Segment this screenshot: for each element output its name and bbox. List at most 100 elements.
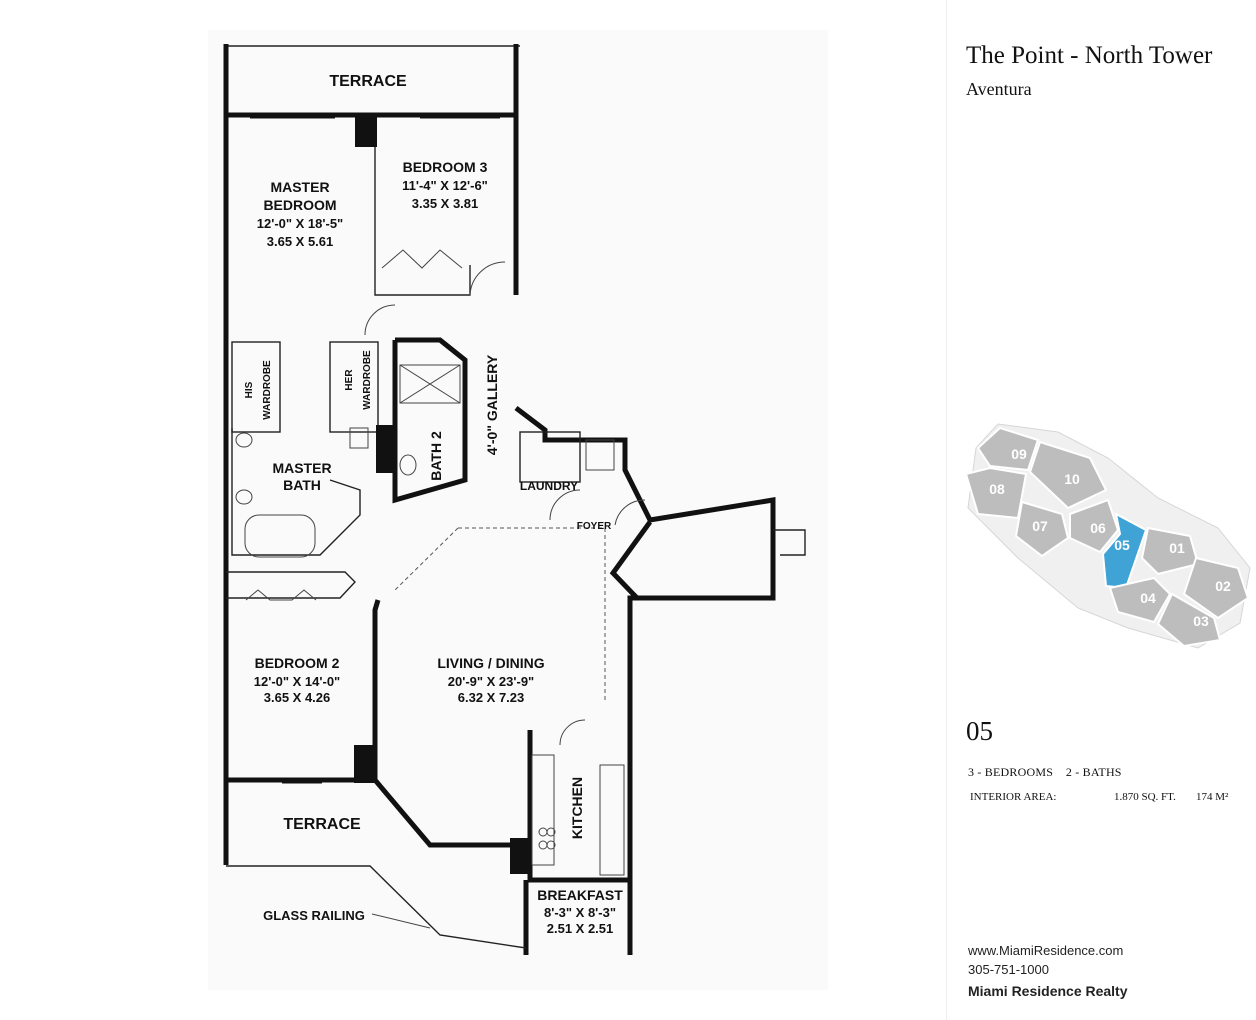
key-plan: 09 10 08 07 06 05 01 02 04 03 (964, 423, 1251, 649)
his-wardrobe-box (231, 341, 281, 433)
bedroom3-closet-doors (381, 249, 463, 269)
her-line-2: WARDROBE (362, 350, 373, 410)
bedroom3-line-3: 3.35 X 3.81 (412, 196, 479, 211)
bedroom2-closet-doors (245, 589, 317, 601)
master-door (364, 304, 396, 336)
keyplan-label-10: 10 (1064, 471, 1080, 487)
bedroom3-line-2: 11'-4" X 12'-6" (402, 178, 488, 193)
bedroom2-closet (226, 571, 356, 599)
keyplan-label-06: 06 (1090, 520, 1106, 536)
keyplan-unit-10 (1028, 440, 1108, 510)
living-line-1: LIVING / DINING (437, 655, 544, 671)
keyplan-label-05: 05 (1114, 537, 1130, 553)
label-terrace-top: TERRACE (329, 73, 407, 90)
master-line-3: 12'-0" X 18'-5" (257, 216, 343, 231)
building-title: The Point - North Tower (966, 42, 1213, 69)
entry-door (614, 499, 646, 526)
column-bath (376, 425, 394, 473)
keyplan-unit-05 (1101, 512, 1148, 590)
keyplan-label-02: 02 (1215, 578, 1231, 594)
company-name: Miami Residence Realty (968, 983, 1128, 999)
panel-divider (946, 0, 947, 1020)
label-laundry: LAUNDRY (520, 479, 578, 493)
glass-railing-leader (371, 913, 431, 929)
master-sink-1 (235, 432, 253, 448)
bedroom2-line-2: 12'-0" X 14'-0" (254, 674, 340, 689)
kitchen-walls (527, 730, 630, 883)
website-link[interactable]: www.MiamiResidence.com (968, 943, 1124, 958)
interior-area-label: INTERIOR AREA: (970, 791, 1057, 803)
bedroom3-line-1: BEDROOM 3 (403, 159, 488, 175)
keyplan-label-09: 09 (1011, 446, 1027, 462)
keyplan-unit-04 (1108, 576, 1172, 624)
master-bath-walls (231, 428, 361, 556)
label-bedroom2: BEDROOM 2 12'-0" X 14'-0" 3.65 X 4.26 (254, 655, 340, 705)
phone-number[interactable]: 305-751-1000 (968, 962, 1049, 977)
his-line-2: WARDROBE (262, 360, 273, 420)
breakfast-line-2: 8'-3" X 8'-3" (544, 905, 616, 920)
living-line-2: 20'-9" X 23'-9" (448, 674, 534, 689)
interior-area-sqft: 1.870 SQ. FT. (1114, 791, 1176, 803)
bedroom3-door (469, 261, 506, 296)
master-toilet (349, 427, 369, 449)
living-west-wall (372, 599, 510, 848)
breakfast-line-1: BREAKFAST (537, 887, 623, 903)
label-breakfast: BREAKFAST 8'-3" X 8'-3" 2.51 X 2.51 (537, 887, 623, 936)
living-dashed-line (458, 527, 606, 700)
laundry-door (549, 489, 581, 521)
keyplan-unit-07 (1014, 500, 1070, 558)
master-line-2: BEDROOM (263, 197, 336, 213)
keyplan-label-08: 08 (989, 481, 1005, 497)
interior-area-sqm: 174 M² (1196, 791, 1229, 803)
keyplan-unit-08 (964, 466, 1028, 520)
label-terrace-bottom: TERRACE (283, 816, 361, 833)
bedroom3-walls (374, 147, 471, 296)
master-bath-line-1: MASTER (272, 460, 331, 476)
kitchen-counter-left (531, 754, 555, 866)
column-bedroom2 (354, 745, 374, 783)
keyplan-label-01: 01 (1169, 540, 1185, 556)
keyplan-label-04: 04 (1140, 590, 1156, 606)
master-line-4: 3.65 X 5.61 (267, 234, 334, 249)
label-his-wardrobe: HIS WARDROBE (244, 360, 273, 420)
bedroom2-line-3: 3.65 X 4.26 (264, 690, 331, 705)
keyplan-unit-01 (1140, 526, 1200, 576)
her-wardrobe-box (329, 341, 379, 433)
label-her-wardrobe: HER WARDROBE (344, 350, 373, 410)
keyplan-unit-06 (1069, 498, 1120, 554)
laundry-box (519, 431, 581, 483)
label-living-dining: LIVING / DINING 20'-9" X 23'-9" 6.32 X 7… (437, 655, 544, 705)
label-kitchen: KITCHEN (569, 777, 585, 839)
his-line-1: HIS (244, 381, 255, 398)
keyplan-unit-09 (976, 426, 1040, 472)
label-bedroom3: BEDROOM 3 11'-4" X 12'-6" 3.35 X 3.81 (402, 159, 488, 211)
breakfast-line-3: 2.51 X 2.51 (547, 921, 614, 936)
unit-number: 05 (966, 716, 993, 746)
label-foyer: FOYER (577, 521, 612, 532)
keyplan-unit-03 (1156, 592, 1222, 648)
glass-railing-line (226, 865, 527, 949)
laundry-appliance (585, 439, 615, 471)
column-top (355, 115, 377, 147)
sink-bath2 (399, 454, 417, 476)
building-location: Aventura (966, 79, 1032, 99)
keyplan-unit-02 (1182, 556, 1250, 620)
floor-plan: TERRACE MASTER BEDROOM 12'-0" X 18'-5" 3… (223, 44, 806, 955)
label-bath2: BATH 2 (428, 431, 444, 481)
keyplan-label-07: 07 (1032, 518, 1048, 534)
kitchen-door (559, 719, 586, 746)
living-line-3: 6.32 X 7.23 (458, 690, 525, 705)
master-line-1: MASTER (270, 179, 329, 195)
foyer-annex (773, 529, 806, 556)
label-glass-railing: GLASS RAILING (263, 908, 365, 923)
label-gallery: 4'-0" GALLERY (484, 354, 500, 455)
shower-bath2 (399, 364, 461, 404)
master-sink-2 (235, 489, 253, 505)
master-bath-line-2: BATH (283, 477, 321, 493)
bedroom2-line-1: BEDROOM 2 (255, 655, 340, 671)
label-master-bath: MASTER BATH (272, 460, 331, 493)
master-tub (244, 514, 316, 558)
her-line-1: HER (344, 369, 355, 391)
keyplan-label-03: 03 (1193, 613, 1209, 629)
kitchen-counter-right (599, 764, 625, 876)
